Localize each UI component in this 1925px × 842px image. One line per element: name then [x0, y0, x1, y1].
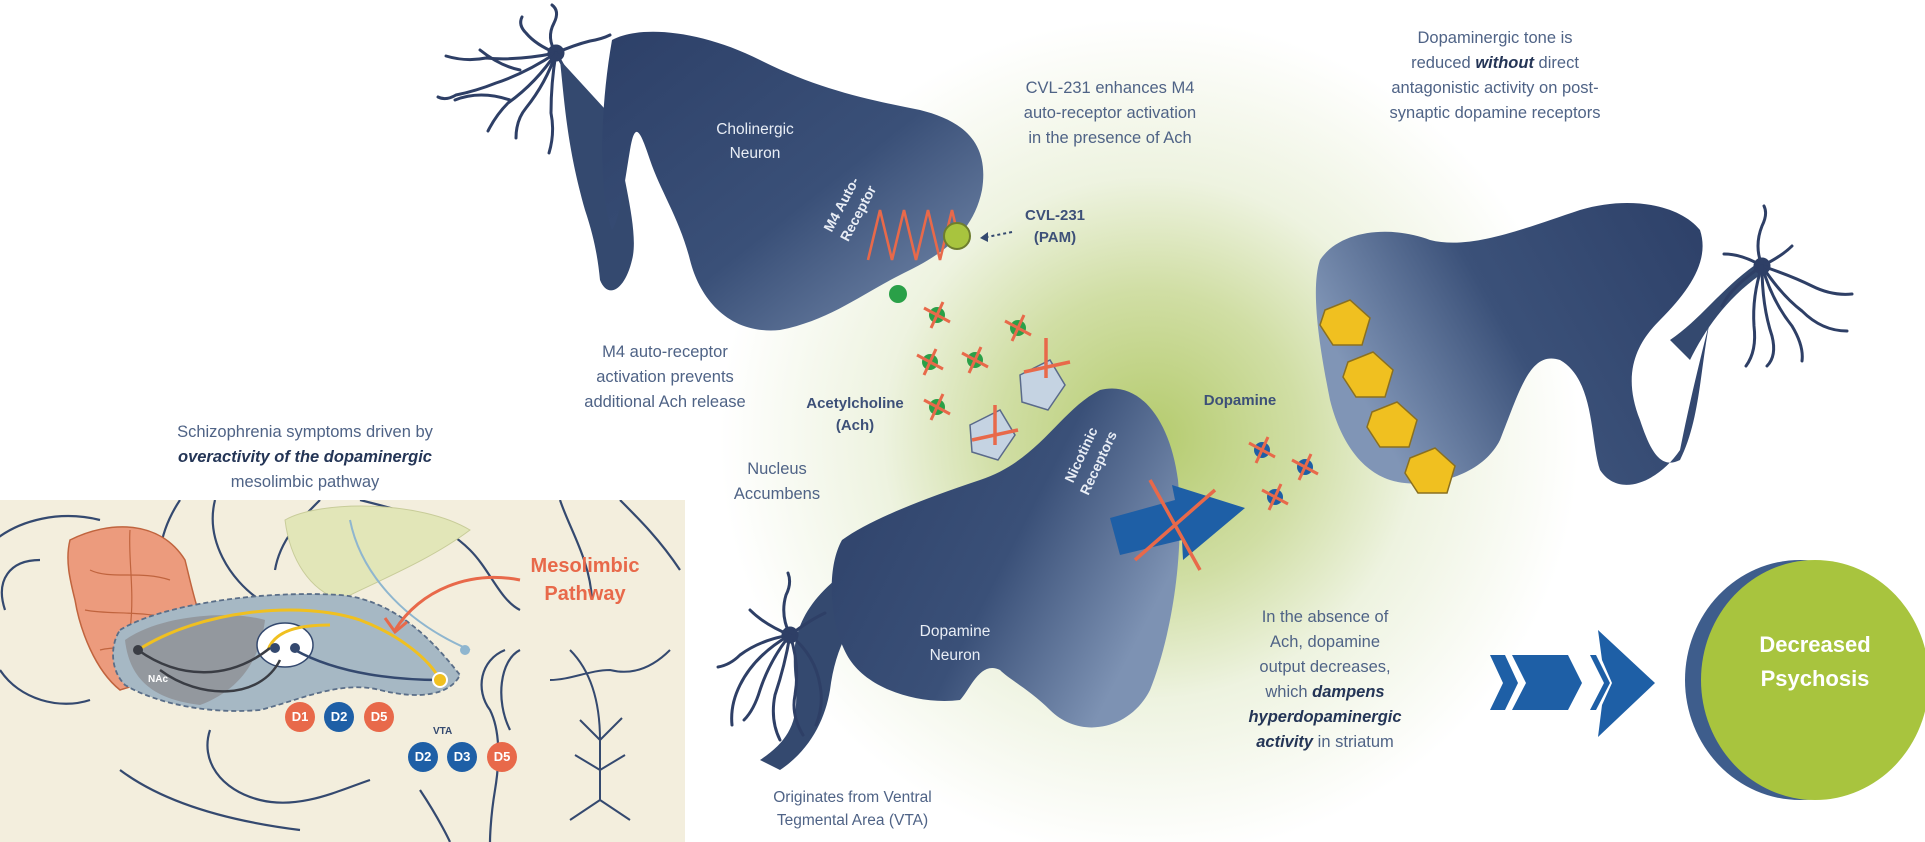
- vta-label: VTA: [433, 726, 453, 737]
- annotation-line: Dopaminergic tone is: [1417, 29, 1573, 47]
- emphasis-without: without: [1475, 54, 1534, 72]
- postsynaptic-body: [1315, 202, 1710, 485]
- nicotinic-receptors: [969, 338, 1071, 461]
- mesolimbic-pointer: [393, 575, 521, 631]
- postsynaptic-axon: [1670, 265, 1760, 360]
- ach-molecule-icon: [923, 393, 951, 421]
- nac-receptor-d2: D2: [324, 702, 354, 732]
- outcome-circle: Decreased Psychosis: [1685, 560, 1925, 802]
- acetylcholine-label: Acetylcholine (Ach): [806, 395, 904, 434]
- mesocortical-path: [137, 608, 442, 681]
- brain-illustration: [0, 500, 681, 842]
- postsynaptic-dendrites: [1720, 204, 1854, 368]
- dopamine-neuron-label: Dopamine Neuron: [919, 623, 991, 664]
- dopamine-terminal: [831, 388, 1180, 728]
- nac-label: NAc: [148, 674, 169, 685]
- dopamine-molecule-icon: [1291, 453, 1319, 481]
- annotation-line: activation prevents: [596, 368, 734, 386]
- annotation-line: reduced without direct: [1411, 54, 1579, 72]
- nac-region: [256, 622, 314, 668]
- nucleus-accumbens-label: Nucleus Accumbens: [733, 460, 821, 503]
- vta-receptor-d5: D5: [487, 742, 517, 772]
- annotation-line: M4 auto-receptor: [602, 343, 728, 361]
- annotation-line: Schizophrenia symptoms driven by: [177, 423, 433, 441]
- annotation-emphasis: overactivity of the dopaminergic: [178, 448, 432, 466]
- dopamine-molecule-icon: [1261, 483, 1289, 511]
- dopamine-dendrites: [716, 571, 827, 742]
- pam-molecule-icon: [943, 222, 971, 250]
- cholinergic-axon: [560, 60, 634, 291]
- nac-receptor-d1: D1: [285, 702, 315, 732]
- ach-molecule-icon: [961, 346, 989, 374]
- annotation-line: additional Ach release: [584, 393, 746, 411]
- originates-annotation: Originates from Ventral Tegmental Area (…: [773, 789, 932, 829]
- annotation-line: auto-receptor activation: [1023, 104, 1197, 122]
- nac-receptor-d5: D5: [364, 702, 394, 732]
- annotation-line: antagonistic activity on post-: [1391, 79, 1599, 97]
- vta-receptor-d3: D3: [447, 742, 477, 772]
- schizophrenia-annotation: Schizophrenia symptoms driven by overact…: [125, 420, 485, 495]
- postsynaptic-neuron: [1315, 202, 1854, 494]
- cholinergic-terminal: [602, 31, 984, 331]
- outcome-label: Decreased Psychosis: [1759, 632, 1871, 691]
- absence-of-ach-annotation: In the absence of Ach, dopamine output d…: [1248, 608, 1402, 751]
- flow-arrow-icon: [1490, 630, 1655, 737]
- ach-molecule-icon: [923, 301, 951, 329]
- dopamine-label: Dopamine: [1203, 392, 1277, 409]
- dopamine-molecule-icon: [1248, 436, 1276, 464]
- annotation-line: CVL-231 enhances M4: [1025, 79, 1195, 97]
- dopaminergic-tone-annotation: Dopaminergic tone is reduced without dir…: [1345, 26, 1645, 126]
- m4-prevents-annotation: M4 auto-receptor activation prevents add…: [545, 340, 785, 415]
- ach-molecule-icon: [1004, 314, 1032, 342]
- ach-molecules: [916, 301, 1032, 421]
- cvl231-pam-label: CVL-231 (PAM): [1024, 207, 1086, 246]
- blocked-release-arrow: [1110, 479, 1245, 571]
- cholinergic-neuron-label: Cholinergic Neuron: [716, 121, 794, 162]
- bound-ach-icon: [889, 285, 907, 303]
- cvl-enhances-annotation: CVL-231 enhances M4 auto-receptor activa…: [985, 76, 1235, 151]
- striatum-region: [284, 505, 471, 601]
- mesolimbic-pathway-label: Mesolimbic Pathway: [530, 555, 640, 605]
- annotation-line: mesolimbic pathway: [230, 473, 380, 491]
- ach-molecule-icon: [916, 348, 944, 376]
- cholinergic-neuron: [436, 3, 984, 331]
- vta-receptor-d2: D2: [408, 742, 438, 772]
- annotation-line: synaptic dopamine receptors: [1389, 104, 1601, 122]
- dopamine-receptors: [1319, 299, 1456, 494]
- annotation-line: in the presence of Ach: [1028, 129, 1192, 147]
- dopamine-neuron: [716, 388, 1180, 770]
- dopamine-molecules: [1248, 436, 1319, 511]
- outcome-circle-fill: [1701, 560, 1925, 800]
